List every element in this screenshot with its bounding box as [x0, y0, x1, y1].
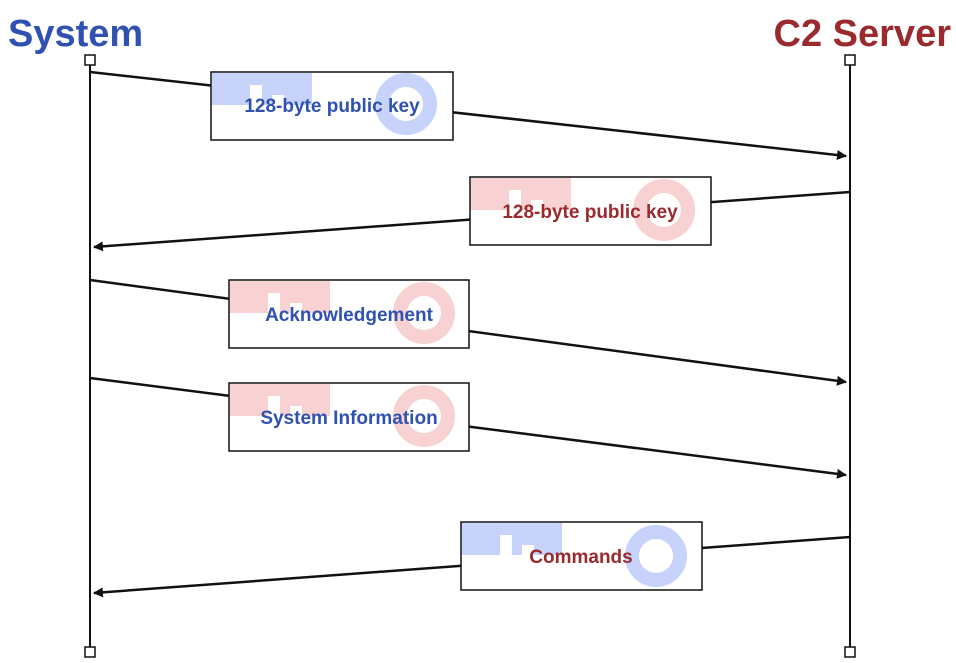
c2-server-lifeline-bottom-handle [844, 646, 856, 658]
message-3: Acknowledgement [89, 278, 847, 386]
c2-server-title: C2 Server [774, 13, 952, 55]
message-1-label: 128-byte public key [244, 96, 420, 117]
message-2: 128-byte public key [93, 176, 851, 252]
system-lifeline-top-handle [84, 54, 96, 66]
message-5-label: Commands [529, 547, 632, 568]
message-4: System Information [89, 376, 847, 479]
message-5: Commands [93, 521, 851, 598]
message-4-label: System Information [260, 408, 437, 429]
message-1-arrow [89, 70, 847, 160]
message-2-label: 128-byte public key [502, 202, 678, 223]
red-key-icon [230, 281, 455, 344]
blue-key-icon [212, 73, 437, 135]
c2-server-lifeline-top-handle [844, 54, 856, 66]
system-title: System [8, 13, 143, 55]
message-1: 128-byte public key [89, 70, 847, 160]
red-key-icon [230, 384, 455, 447]
blue-key-icon [462, 523, 687, 587]
system-lifeline-bottom-handle [84, 646, 96, 658]
red-key-icon [471, 178, 695, 241]
message-3-label: Acknowledgement [265, 305, 434, 326]
